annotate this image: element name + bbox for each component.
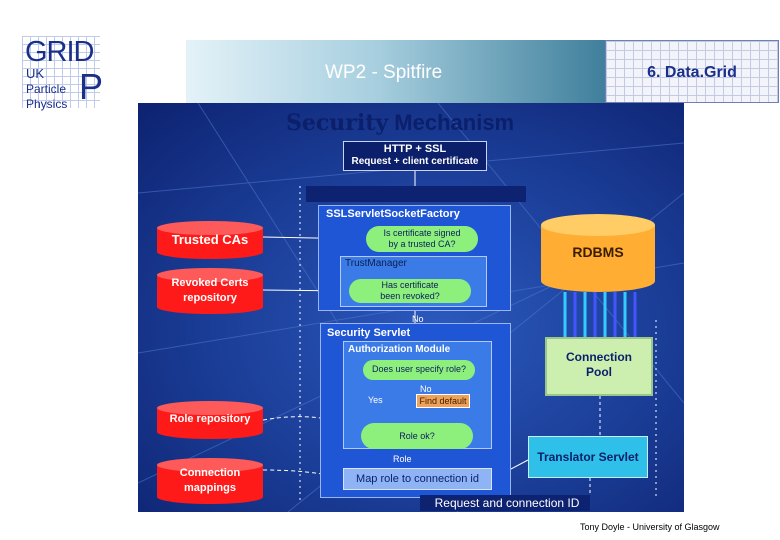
ssl-socket-factory-label: SSLServletSocketFactory (326, 208, 460, 220)
no-label-1: No (412, 314, 424, 324)
revoked-check-line2: been revoked? (380, 291, 440, 301)
footer-credit: Tony Doyle - University of Glasgow (580, 522, 720, 532)
rdbms-label: RDBMS (572, 244, 624, 260)
revoked-certs-cylinder: Revoked Certs repository (157, 268, 263, 314)
cylinder-top (157, 268, 263, 282)
slide-title: WP2 - Spitfire (325, 62, 443, 83)
diagram-title: Security Mechanism (286, 110, 514, 136)
cylinder-top (157, 401, 263, 415)
logo-grid-word: GRID (25, 36, 94, 68)
request-client-cert-label: Request + client certificate (351, 156, 479, 167)
revoked-certs-line2: repository (183, 292, 237, 304)
ca-check-line2: by a trusted CA? (388, 239, 456, 249)
trusted-cas-cylinder: Trusted CAs (157, 221, 263, 259)
logo-p: P (79, 66, 104, 107)
request-connection-bar (420, 495, 590, 511)
cylinder-top (157, 458, 263, 472)
find-default-box (416, 394, 470, 408)
role-question-oval (363, 360, 475, 380)
role-question-label: Does user specify role? (371, 364, 467, 374)
revoked-certs-line1: Revoked Certs (171, 277, 249, 289)
http-ssl-box (343, 141, 487, 171)
trust-manager-label: TrustManager (345, 258, 407, 269)
cylinder-top (157, 221, 263, 235)
map-role-label: Map role to connection id (356, 473, 479, 485)
http-ssl-label: HTTP + SSL (383, 143, 447, 155)
role-repository-label: Role repository (169, 413, 251, 425)
ca-check-line1: Is certificate signed (383, 228, 461, 238)
header-banner (186, 40, 606, 103)
map-role-box (343, 468, 492, 490)
ca-check-oval (366, 226, 478, 252)
no-label-2: No (420, 384, 432, 394)
role-label: Role (393, 454, 412, 464)
rdbms-cylinder (541, 214, 655, 292)
connection-mappings-line2: mappings (184, 482, 236, 494)
section-title: 6. Data.Grid (647, 64, 737, 81)
title-security: Security (286, 110, 389, 136)
logo-physics: Physics (26, 97, 68, 111)
logo-uk: UK (26, 66, 45, 81)
connection-pool-line2: Pool (586, 365, 612, 379)
find-default-label: Find default (419, 396, 467, 406)
revoked-check-line1: Has certificate (381, 280, 439, 290)
yes-label: Yes (368, 395, 383, 405)
section-box (605, 40, 779, 103)
request-connection-label: Request and connection ID (434, 496, 580, 510)
revoked-check-oval (349, 279, 471, 303)
role-repository-cylinder: Role repository (157, 401, 263, 439)
trusted-cas-label: Trusted CAs (171, 232, 249, 247)
connection-pool-line1: Connection (566, 350, 632, 364)
translator-servlet-box (528, 436, 648, 478)
translator-servlet-label: Translator Servlet (537, 450, 639, 464)
connection-pool-box (545, 337, 653, 396)
logo-grid-pattern (22, 36, 100, 108)
authorization-module-label: Authorization Module (348, 344, 451, 355)
connection-mappings-line1: Connection (179, 467, 241, 479)
security-servlet-label: Security Servlet (327, 327, 411, 339)
logo-particle: Particle (26, 82, 67, 96)
role-ok-label: Role ok? (399, 431, 435, 441)
role-ok-oval (361, 423, 473, 449)
rdbms-top (541, 214, 655, 236)
gridpp-logo: GRID UK Particle Physics P (22, 36, 104, 111)
engine-bar (306, 186, 526, 202)
connection-mappings-cylinder: Connection mappings (157, 458, 263, 504)
title-mechanism: Mechanism (394, 110, 515, 135)
